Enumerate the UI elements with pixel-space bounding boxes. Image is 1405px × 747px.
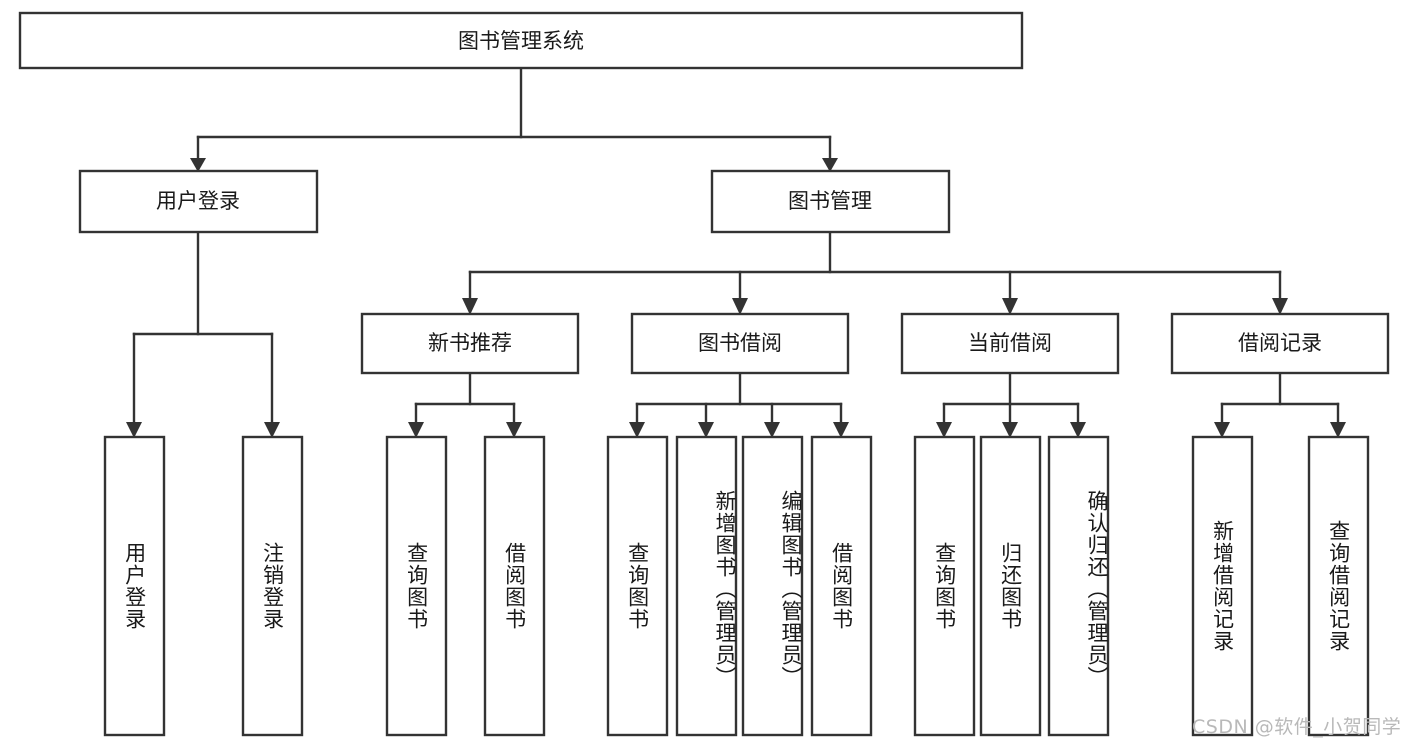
- node-book-borrow-label: 图书借阅: [698, 331, 782, 355]
- node-user-login-box[interactable]: [78, 169, 319, 234]
- leaf-box-book-borrow-1[interactable]: [606, 435, 669, 737]
- node-root-label: 图书管理系统: [458, 29, 584, 53]
- leaf-box-book-borrow-4[interactable]: [810, 435, 873, 737]
- arrow-borrow-leaf1: [629, 422, 645, 438]
- arrow-newbook-leaf2: [506, 422, 522, 438]
- csdn-watermark: CSDN @软件_小贺同学: [1192, 716, 1402, 738]
- arrow-borrow-leaf2: [698, 422, 714, 438]
- arrow-borrow-leaf4: [833, 422, 849, 438]
- leaf-box-new-book-1[interactable]: [385, 435, 448, 737]
- node-new-book-recommend[interactable]: 新书推荐: [360, 312, 580, 375]
- arrow-newbook-leaf1: [408, 422, 424, 438]
- leaf-box-book-borrow-3[interactable]: [741, 435, 804, 737]
- leaf-box-user-login-1[interactable]: [103, 435, 166, 737]
- leaf-box-current-borrow-1[interactable]: [913, 435, 976, 737]
- leaf-box-borrow-record-2[interactable]: [1307, 435, 1370, 737]
- node-new-book-recommend-label: 新书推荐: [428, 331, 512, 355]
- arrow-current-leaf2: [1002, 422, 1018, 438]
- arrow-current-leaf1: [936, 422, 952, 438]
- arrow-borrow-leaf3: [764, 422, 780, 438]
- arrow-record-leaf1: [1214, 422, 1230, 438]
- node-root[interactable]: 图书管理系统: [18, 11, 1024, 70]
- arrow-user-login-leaf1: [126, 422, 142, 438]
- node-book-borrow[interactable]: 图书借阅: [630, 312, 850, 375]
- arrow-user-login-leaf2: [264, 422, 280, 438]
- node-borrow-record[interactable]: 借阅记录: [1170, 312, 1390, 375]
- node-book-management[interactable]: 图书管理: [710, 169, 951, 234]
- node-current-borrow-box[interactable]: [900, 312, 1120, 375]
- leaf-box-borrow-record-1[interactable]: [1191, 435, 1254, 737]
- node-user-login-label: 用户登录: [156, 189, 240, 213]
- node-current-borrow[interactable]: 当前借阅: [900, 312, 1120, 375]
- leaf-box-current-borrow-2[interactable]: [979, 435, 1042, 737]
- connector-layer: [126, 66, 1346, 438]
- leaf-box-new-book-2[interactable]: [483, 435, 546, 737]
- arrow-root-to-book-mgmt: [822, 158, 838, 172]
- node-new-book-recommend-box[interactable]: [360, 312, 580, 375]
- arrow-record-leaf2: [1330, 422, 1346, 438]
- node-book-management-label: 图书管理: [788, 189, 872, 213]
- node-root-box[interactable]: [18, 11, 1024, 70]
- arrow-book-mgmt-c4: [1272, 298, 1288, 315]
- arrow-book-mgmt-c2: [732, 298, 748, 315]
- leaf-box-current-borrow-3[interactable]: [1047, 435, 1110, 737]
- node-borrow-record-label: 借阅记录: [1238, 331, 1322, 355]
- node-borrow-record-box[interactable]: [1170, 312, 1390, 375]
- leaf-box-user-login-2[interactable]: [241, 435, 304, 737]
- arrow-current-leaf3: [1070, 422, 1086, 438]
- node-book-management-box[interactable]: [710, 169, 951, 234]
- arrow-book-mgmt-c1: [462, 298, 478, 315]
- arrow-book-mgmt-c3: [1002, 298, 1018, 315]
- node-user-login[interactable]: 用户登录: [78, 169, 319, 234]
- leaf-box-book-borrow-2[interactable]: [675, 435, 738, 737]
- node-book-borrow-box[interactable]: [630, 312, 850, 375]
- arrow-root-to-user-login: [190, 158, 206, 172]
- node-current-borrow-label: 当前借阅: [968, 331, 1052, 355]
